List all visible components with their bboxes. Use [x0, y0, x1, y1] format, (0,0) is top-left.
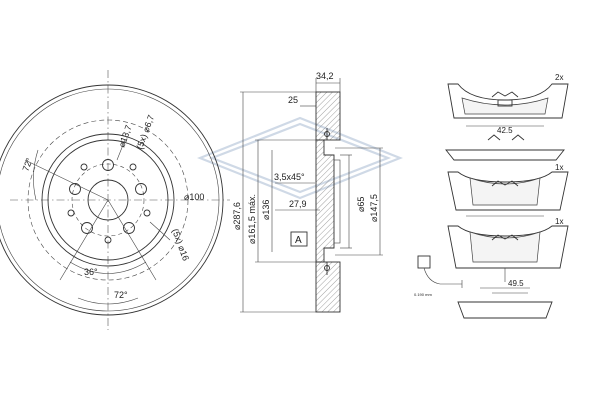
- large-holes-label: (5x) ⌀16: [170, 227, 191, 262]
- angle-label-bottom: 72°: [114, 290, 128, 300]
- small-holes-label: (5x) ⌀6,7: [134, 113, 156, 150]
- pad-3-qty: 1x: [555, 217, 563, 226]
- dia-65-label: ⌀65: [356, 197, 366, 212]
- angle-label-left: 72°: [20, 156, 34, 173]
- disc-front-view: 72° 72° 36° ⌀13,7 (5x) ⌀6,7 ⌀100 (5x) ⌀1…: [0, 70, 230, 330]
- datum-label: A: [295, 235, 302, 246]
- dia-147-label: ⌀147,5: [369, 194, 379, 222]
- datum-box: [290, 231, 308, 247]
- hat-depth-label: 27,9: [289, 199, 307, 209]
- brake-pad-2: 1x: [447, 163, 569, 217]
- chamfer-label: 3,5x45°: [274, 172, 305, 182]
- outer-dia-label: ⌀287,6: [232, 202, 242, 230]
- hub-dia-label: ⌀100: [184, 192, 204, 202]
- pad-3-dimension: 49.5: [508, 279, 524, 288]
- sensor-label: 0.190 mm: [414, 292, 432, 297]
- pad-1-dimension: 42.5: [497, 126, 513, 135]
- disc-section-view: A 34,2 25 3,5x45° 27,9 ⌀287,6 ⌀161,5 máx…: [232, 71, 383, 313]
- thickness-hub-label: 25: [288, 95, 298, 105]
- disc-outer-edge: [0, 84, 224, 316]
- center-bore: [87, 179, 129, 221]
- pad-1-qty: 2x: [555, 73, 563, 82]
- min-dia-label: ⌀161,5 máx.: [247, 194, 257, 244]
- angle-label-inner: 36°: [84, 267, 98, 277]
- pad-2-qty: 1x: [555, 163, 563, 172]
- bolt-holes: [69, 159, 147, 234]
- brake-pad-1: 2x 42.5: [445, 73, 569, 161]
- icer-watermark-logo: [197, 116, 403, 200]
- thickness-total-label: 34,2: [316, 71, 334, 81]
- brake-pad-3: 1x 49.5: [447, 217, 569, 319]
- hat-outer-edge: [41, 133, 175, 267]
- dia-136-label: ⌀136: [261, 200, 271, 220]
- wear-sensor: 0.190 mm: [414, 255, 463, 297]
- pilot-holes: [67, 163, 151, 244]
